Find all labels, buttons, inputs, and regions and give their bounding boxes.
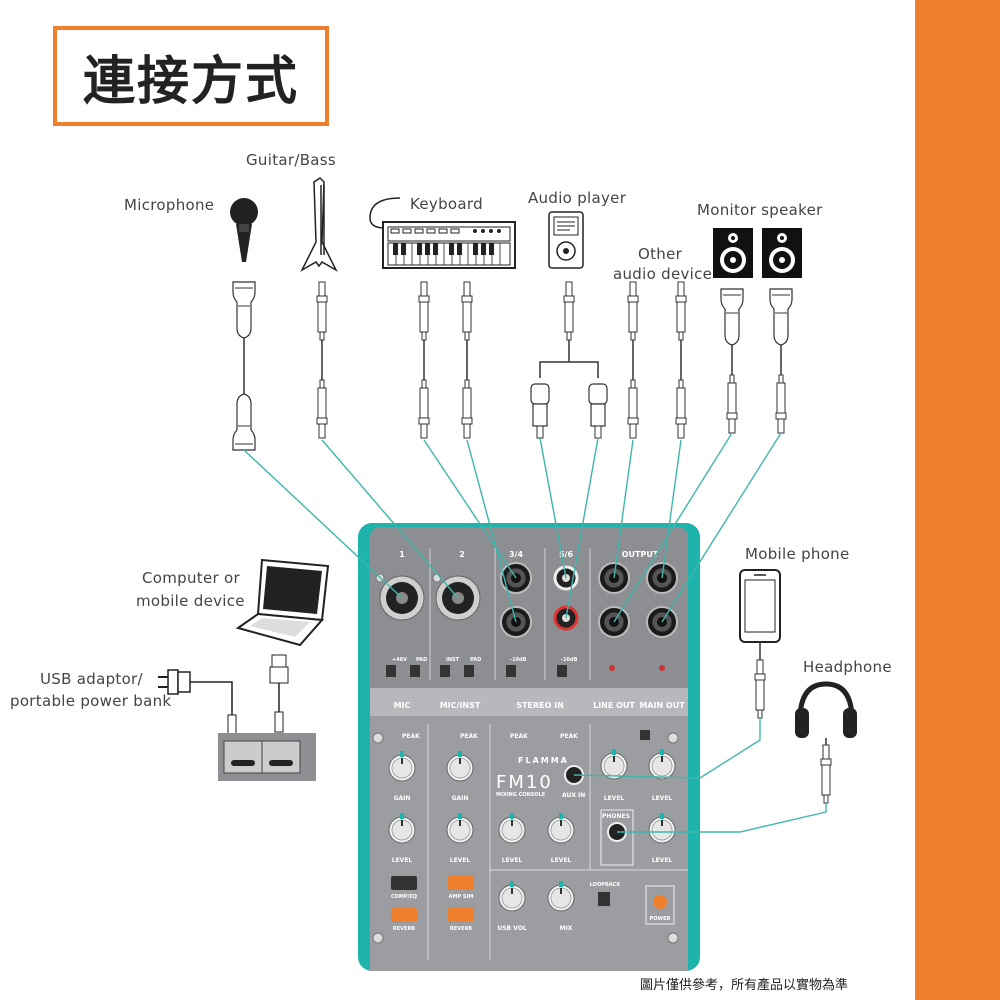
mixer-usb-vol: USB VOL: [497, 925, 526, 932]
label-audio-player: Audio player: [528, 189, 627, 207]
guitar-icon: [300, 177, 338, 272]
footer-note: 圖片僅供參考，所有產品以實物為準: [640, 978, 849, 993]
mixer-reverb-2: REVERB: [450, 926, 472, 932]
mixer-10db-b-label: -10dB: [561, 657, 578, 663]
mixer-gain-2: GAIN: [452, 795, 469, 802]
mixer-level-lineout: LEVEL: [604, 795, 625, 802]
mixer-console: [358, 523, 700, 971]
label-microphone: Microphone: [124, 196, 215, 214]
mixer-pad2-label: PAD: [470, 657, 481, 663]
side-accent-bar: [915, 0, 1000, 1000]
mixer-ch34-label: 3/4: [509, 550, 523, 559]
mixer-power: POWER: [650, 916, 671, 922]
page-title: 連接方式: [82, 51, 299, 112]
mixer-loopback: LOOPBACK: [590, 882, 622, 888]
mixer-reverb-1: REVERB: [393, 926, 415, 932]
mixer-ch56-label: 5/6: [559, 550, 573, 559]
keyboard-icon: [369, 197, 516, 269]
monitor-speaker-icon: [713, 228, 802, 278]
mixer-amp-sim: AMP SIM: [449, 894, 474, 900]
mixer-output-label: OUTPUT: [622, 550, 659, 559]
label-mobile-phone: Mobile phone: [745, 545, 850, 563]
label-monitor-speaker: Monitor speaker: [697, 201, 823, 219]
cable-connectors: [232, 281, 832, 804]
teal-cables: [243, 432, 827, 833]
laptop-icon: [235, 558, 330, 647]
mixer-ch2-label: 2: [459, 550, 465, 559]
mobile-phone-icon: [739, 569, 781, 643]
mixer-peak-4: PEAK: [560, 733, 578, 740]
power-adaptor-icon: [158, 669, 237, 736]
mixer-peak-1: PEAK: [402, 733, 420, 740]
mixer-level-phones: LEVEL: [652, 857, 673, 864]
label-other-audio-1: Other: [638, 245, 683, 263]
label-guitar: Guitar/Bass: [246, 151, 337, 169]
title-box: 連接方式: [53, 26, 329, 126]
mixer-phones: PHONES: [602, 813, 630, 820]
label-keyboard: Keyboard: [410, 195, 483, 213]
mixer-mic-section: MIC: [394, 701, 411, 710]
label-computer-1: Computer or: [142, 569, 240, 587]
mixer-subtitle: MIXING CONSOLE: [496, 792, 546, 798]
mixer-comp-eq: COMP/EQ: [391, 894, 417, 900]
mixer-peak-2: PEAK: [460, 733, 478, 740]
mixer-10db-a-label: -10dB: [510, 657, 527, 663]
mixer-stereo-section: STEREO IN: [516, 701, 564, 710]
mixer-mainout-section: MAIN OUT: [639, 701, 685, 710]
mixer-lineout-section: LINE OUT: [593, 701, 635, 710]
mixer-peak-3: PEAK: [510, 733, 528, 740]
mixer-48v-label: +48V: [392, 657, 407, 663]
mixer-brand: FLAMMA: [518, 756, 569, 765]
mixer-ch1-label: 1: [399, 550, 405, 559]
mixer-level-mainout: LEVEL: [652, 795, 673, 802]
microphone-icon: [230, 198, 258, 262]
label-computer-2: mobile device: [136, 592, 245, 610]
mixer-labels: 1 2 3/4 5/6 OUTPUT +48V PAD INST PAD -10…: [391, 550, 685, 932]
label-headphone: Headphone: [803, 658, 892, 676]
mixer-aux-in: AUX IN: [562, 792, 585, 799]
mixer-micinst-section: MIC/INST: [440, 701, 481, 710]
mixer-level-2: LEVEL: [450, 857, 471, 864]
mixer-level-3: LEVEL: [502, 857, 523, 864]
label-other-audio-2: audio device: [613, 265, 713, 283]
headphone-icon: [795, 681, 857, 738]
usb-ports-panel: [218, 733, 316, 781]
usb-plug-icon: [269, 654, 289, 733]
mixer-level-1: LEVEL: [392, 857, 413, 864]
mixer-pad1-label: PAD: [416, 657, 427, 663]
label-usb-2: portable power bank: [10, 692, 172, 710]
label-usb-1: USB adaptor/: [40, 670, 143, 688]
mixer-mix: MIX: [560, 925, 573, 932]
mixer-inst-label: INST: [446, 657, 460, 663]
mixer-model: FM10: [496, 772, 553, 793]
mixer-gain-1: GAIN: [394, 795, 411, 802]
audio-player-icon: [548, 211, 584, 269]
mixer-level-4: LEVEL: [551, 857, 572, 864]
